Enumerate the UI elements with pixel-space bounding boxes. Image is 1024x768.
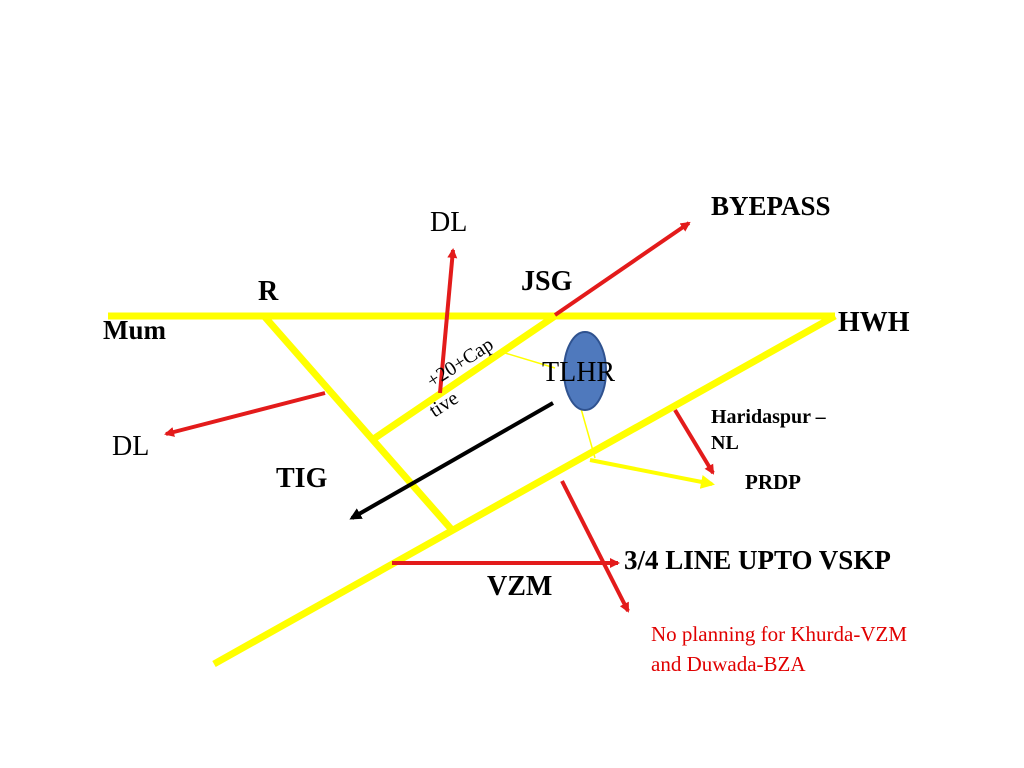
- capacity-arrow: [349, 401, 554, 520]
- label-tlhr: TLHR: [542, 357, 616, 388]
- arrow-to-haridaspur: [673, 408, 715, 475]
- label-tig: TIG: [276, 463, 328, 494]
- label-note-line2: and Duwada-BZA: [651, 652, 806, 677]
- label-haridaspur: Haridaspur – NL: [711, 404, 826, 456]
- tlhr-node-icon: [563, 331, 607, 411]
- prdp-arrow: [589, 458, 715, 489]
- track-link-thin-1: [504, 352, 556, 369]
- arrow-to-byepass: [553, 221, 691, 317]
- arrow-to-no-planning-note: [560, 480, 630, 613]
- label-prdp: PRDP: [745, 470, 801, 494]
- label-r: R: [258, 276, 279, 307]
- label-dl-left: DL: [112, 431, 150, 462]
- track-hwh-vzm: [212, 312, 837, 668]
- track-jsg-tig: [370, 313, 557, 443]
- label-no-planning-note: No planning for Khurda-VZM and Duwada-BZ…: [651, 619, 907, 680]
- label-vzm: VZM: [487, 571, 553, 602]
- label-haridaspur-line1: Haridaspur –: [711, 406, 826, 428]
- label-hwh: HWH: [838, 307, 910, 338]
- track-r-tig: [261, 313, 455, 533]
- label-dl-top: DL: [430, 207, 468, 238]
- label-line-upto-vskp: 3/4 LINE UPTO VSKP: [624, 545, 891, 575]
- arrow-to-dl-top: [438, 248, 458, 394]
- label-mum: Mum: [103, 315, 166, 345]
- label-byepass: BYEPASS: [711, 191, 831, 221]
- arrow-to-dl-left: [164, 391, 326, 437]
- label-jsg: JSG: [521, 266, 573, 297]
- label-note-line1: No planning for Khurda-VZM: [651, 622, 908, 646]
- label-haridaspur-line2: NL: [711, 432, 739, 454]
